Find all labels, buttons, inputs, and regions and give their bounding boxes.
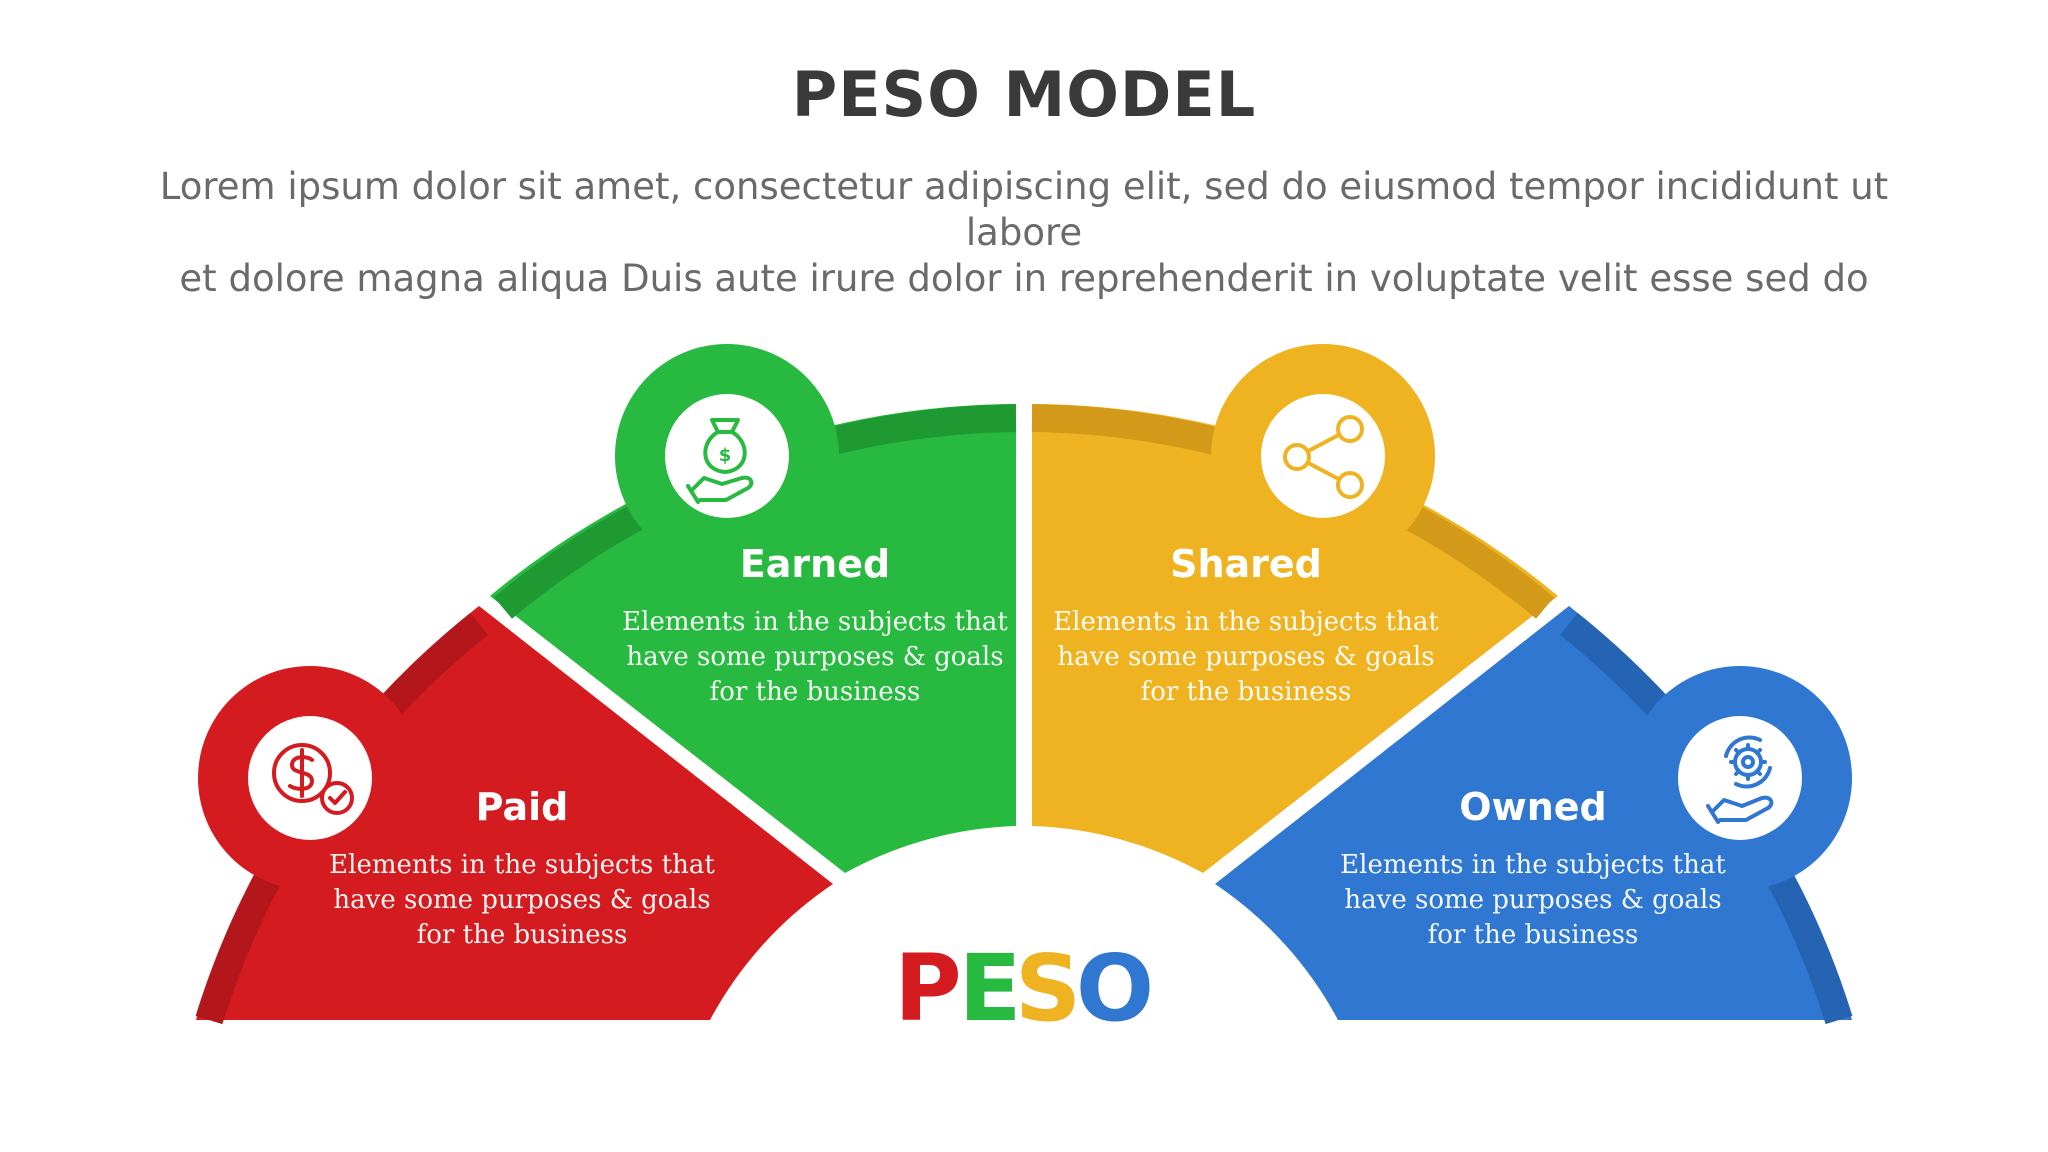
segment-earned: $ Earned Elements in the subjects that h…: [490, 344, 1017, 873]
segment-paid-desc-2: have some purposes & goals: [333, 885, 710, 915]
segment-paid-shape: [196, 606, 833, 1020]
segment-earned-title: Earned: [740, 542, 890, 586]
segment-owned-desc-1: Elements in the subjects that: [1340, 850, 1726, 880]
segment-shared-desc-3: for the business: [1141, 677, 1352, 707]
money-bag-hand-icon: $: [686, 418, 754, 504]
segment-shared: Shared Elements in the subjects that hav…: [1031, 344, 1558, 873]
page-subtitle: Lorem ipsum dolor sit amet, consectetur …: [100, 164, 1948, 302]
subtitle-line-2: et dolore magna aliqua Duis aute irure d…: [179, 257, 1869, 300]
segment-paid-title: Paid: [476, 785, 569, 829]
segment-owned-desc-3: for the business: [1428, 920, 1639, 950]
gear-hand-icon: [1706, 735, 1774, 824]
segment-shared-desc-1: Elements in the subjects that: [1053, 607, 1439, 637]
segment-shared-desc-2: have some purposes & goals: [1057, 642, 1434, 672]
peso-letter-p: P: [894, 935, 961, 1042]
segment-earned-desc-3: for the business: [710, 677, 921, 707]
share-icon: [1283, 415, 1364, 499]
peso-center-word: P E S O: [894, 935, 1154, 1042]
segment-owned-desc-2: have some purposes & goals: [1344, 885, 1721, 915]
segment-shared-icon-bg: [1261, 394, 1385, 518]
peso-letter-o: O: [1076, 935, 1154, 1042]
segment-paid: Paid Elements in the subjects that have …: [195, 606, 833, 1025]
segment-earned-desc-2: have some purposes & goals: [626, 642, 1003, 672]
segment-shared-title: Shared: [1170, 542, 1322, 586]
page-title: PESO MODEL: [791, 58, 1257, 131]
segment-paid-desc-1: Elements in the subjects that: [329, 850, 715, 880]
peso-letter-s: S: [1015, 935, 1081, 1042]
subtitle-line-1: Lorem ipsum dolor sit amet, consectetur …: [159, 165, 1889, 254]
segment-earned-desc-1: Elements in the subjects that: [622, 607, 1008, 637]
peso-letter-e: E: [959, 935, 1022, 1042]
segment-paid-desc-3: for the business: [417, 920, 628, 950]
segment-owned: Owned Elements in the subjects that have…: [1215, 606, 1853, 1025]
segment-owned-shape: [1215, 606, 1852, 1020]
svg-text:$: $: [719, 445, 732, 466]
segment-owned-title: Owned: [1459, 785, 1606, 829]
dollar-check-icon: [272, 743, 354, 815]
